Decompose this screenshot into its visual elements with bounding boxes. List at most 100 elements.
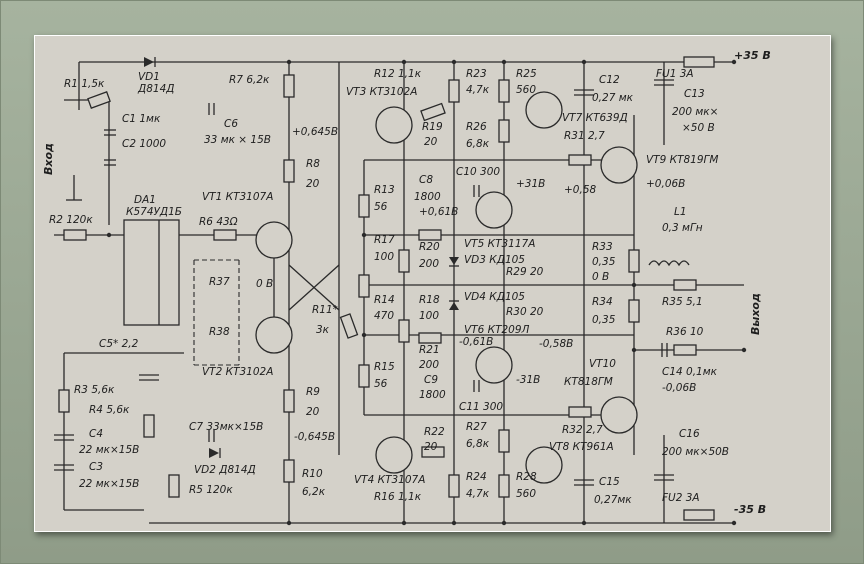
label-v31-pos: +31В bbox=[516, 178, 545, 190]
label-r19: R19 bbox=[422, 121, 443, 133]
label-r15-value: 56 bbox=[374, 378, 388, 390]
resistors bbox=[58, 56, 715, 521]
circuit-diagram: R1 1,5к VD1 Д814Д C1 1мк C2 1000 Вход R2… bbox=[42, 49, 771, 526]
transistors bbox=[255, 91, 638, 484]
label-c13-value: 200 мк× bbox=[672, 106, 718, 118]
label-fu2: FU2 3А bbox=[662, 492, 700, 504]
label-c9-value: 1800 bbox=[419, 389, 446, 401]
label-r18-value: 100 bbox=[419, 310, 439, 322]
label-c13: C13 bbox=[684, 88, 705, 100]
label-r9-value: 20 bbox=[306, 406, 320, 418]
label-c16-value: 200 мк×50В bbox=[662, 446, 729, 458]
label-r21-value: 200 bbox=[419, 359, 439, 371]
label-r35: R35 5,1 bbox=[662, 296, 703, 308]
label-r26: R26 bbox=[466, 121, 487, 133]
label-vt3: VT3 КТ3102А bbox=[346, 86, 417, 98]
label-r20: R20 bbox=[419, 241, 440, 253]
label-r32: R32 2,7 bbox=[562, 424, 603, 436]
label-r7: R7 6,2к bbox=[229, 74, 270, 86]
label-c4-value: 22 мк×15В bbox=[79, 444, 139, 456]
label-vt9: VT9 КТ819ГМ bbox=[646, 154, 718, 166]
label-vd4: VD4 КД105 bbox=[464, 291, 525, 303]
label-r27-value: 6,8к bbox=[466, 438, 490, 450]
label-r23: R23 bbox=[466, 68, 487, 80]
label-c2: C2 1000 bbox=[122, 138, 166, 150]
component-labels: R1 1,5к VD1 Д814Д C1 1мк C2 1000 Вход R2… bbox=[42, 49, 771, 516]
label-vt7: VT7 КТ639Д bbox=[562, 112, 628, 124]
label-r11-value: 3к bbox=[316, 324, 330, 336]
label-c12-value: 0,27 мк bbox=[592, 92, 634, 104]
label-r33: R33 bbox=[592, 241, 613, 253]
label-vd3: VD3 КД105 bbox=[464, 254, 525, 266]
label-r17-value: 100 bbox=[374, 251, 394, 263]
junctions bbox=[106, 59, 747, 526]
label-r33-value: 0,35 bbox=[592, 256, 616, 268]
label-r13: R13 bbox=[374, 184, 395, 196]
label-r30: R30 20 bbox=[506, 306, 544, 318]
label-r5: R5 120к bbox=[189, 484, 233, 496]
label-r3: R3 5,6к bbox=[74, 384, 115, 396]
label-r33-volt: 0 В bbox=[592, 271, 609, 283]
label-c16: C16 bbox=[679, 428, 700, 440]
label-v006-pos: +0,06В bbox=[646, 178, 685, 190]
label-c9: C9 bbox=[424, 374, 438, 386]
label-vt8: VT8 КТ961А bbox=[549, 441, 614, 453]
label-vt5: VT5 КТ3117А bbox=[464, 238, 535, 250]
label-vt10: VT10 bbox=[589, 358, 616, 370]
label-r18: R18 bbox=[419, 294, 440, 306]
label-v061-neg: -0,61В bbox=[459, 336, 493, 348]
label-r20-value: 200 bbox=[419, 258, 439, 270]
label-plus35: +35 В bbox=[734, 49, 771, 62]
label-c6: C6 bbox=[224, 118, 238, 130]
label-vt4: VT4 КТ3107А bbox=[354, 474, 425, 486]
label-c10: C10 300 bbox=[456, 166, 500, 178]
label-da1-type: К574УД1Б bbox=[126, 206, 182, 218]
label-r28-value: 560 bbox=[516, 488, 536, 500]
label-l1: L1 bbox=[674, 206, 687, 218]
label-c13-voltage: ×50 В bbox=[682, 122, 715, 134]
label-c4: C4 bbox=[89, 428, 103, 440]
label-da1: DA1 bbox=[134, 194, 156, 206]
label-r31: R31 2,7 bbox=[564, 130, 605, 142]
label-output: Выход bbox=[749, 293, 762, 335]
label-r22: R22 bbox=[424, 426, 445, 438]
label-r24-value: 4,7к bbox=[466, 488, 490, 500]
label-r2: R2 120к bbox=[49, 214, 93, 226]
label-vt1: VT1 КТ3107А bbox=[202, 191, 273, 203]
capacitors bbox=[54, 79, 674, 486]
label-r38: R38 bbox=[209, 326, 230, 338]
label-vd2: VD2 Д814Д bbox=[194, 464, 256, 476]
label-r22-value: 20 bbox=[424, 441, 438, 453]
label-input: Вход bbox=[42, 143, 55, 175]
label-r25: R25 bbox=[516, 68, 537, 80]
label-r37: R37 bbox=[209, 276, 230, 288]
label-r14: R14 bbox=[374, 294, 395, 306]
label-c15-value: 0,27мк bbox=[594, 494, 632, 506]
label-c12: C12 bbox=[599, 74, 620, 86]
label-v0645-neg: -0,645В bbox=[294, 431, 335, 443]
label-r10-value: 6,2к bbox=[302, 486, 326, 498]
label-r23-value: 4,7к bbox=[466, 84, 490, 96]
diodes-inductor bbox=[144, 57, 690, 458]
label-r34-value: 0,35 bbox=[592, 314, 616, 326]
label-v058-pos: +0,58 bbox=[564, 184, 596, 196]
label-c5: C5* 2,2 bbox=[99, 338, 139, 350]
label-c1: C1 1мк bbox=[122, 113, 161, 125]
label-c3-value: 22 мк×15В bbox=[79, 478, 139, 490]
label-r8: R8 bbox=[306, 158, 320, 170]
label-r27: R27 bbox=[466, 421, 487, 433]
label-v061-pos: +0,61В bbox=[419, 206, 458, 218]
label-r15: R15 bbox=[374, 361, 395, 373]
label-r29: R29 20 bbox=[506, 266, 544, 278]
label-r11: R11* bbox=[312, 304, 338, 316]
label-c14: C14 0,1мк bbox=[662, 366, 718, 378]
label-minus35: -35 В bbox=[734, 503, 766, 516]
label-c3: C3 bbox=[89, 461, 103, 473]
label-fu1: FU1 3А bbox=[656, 68, 694, 80]
label-c8-value: 1800 bbox=[414, 191, 441, 203]
label-r25-value: 560 bbox=[516, 84, 536, 96]
label-v0645-pos: +0,645В bbox=[292, 126, 338, 138]
label-r13-value: 56 bbox=[374, 201, 388, 213]
label-v0: 0 В bbox=[256, 278, 273, 290]
